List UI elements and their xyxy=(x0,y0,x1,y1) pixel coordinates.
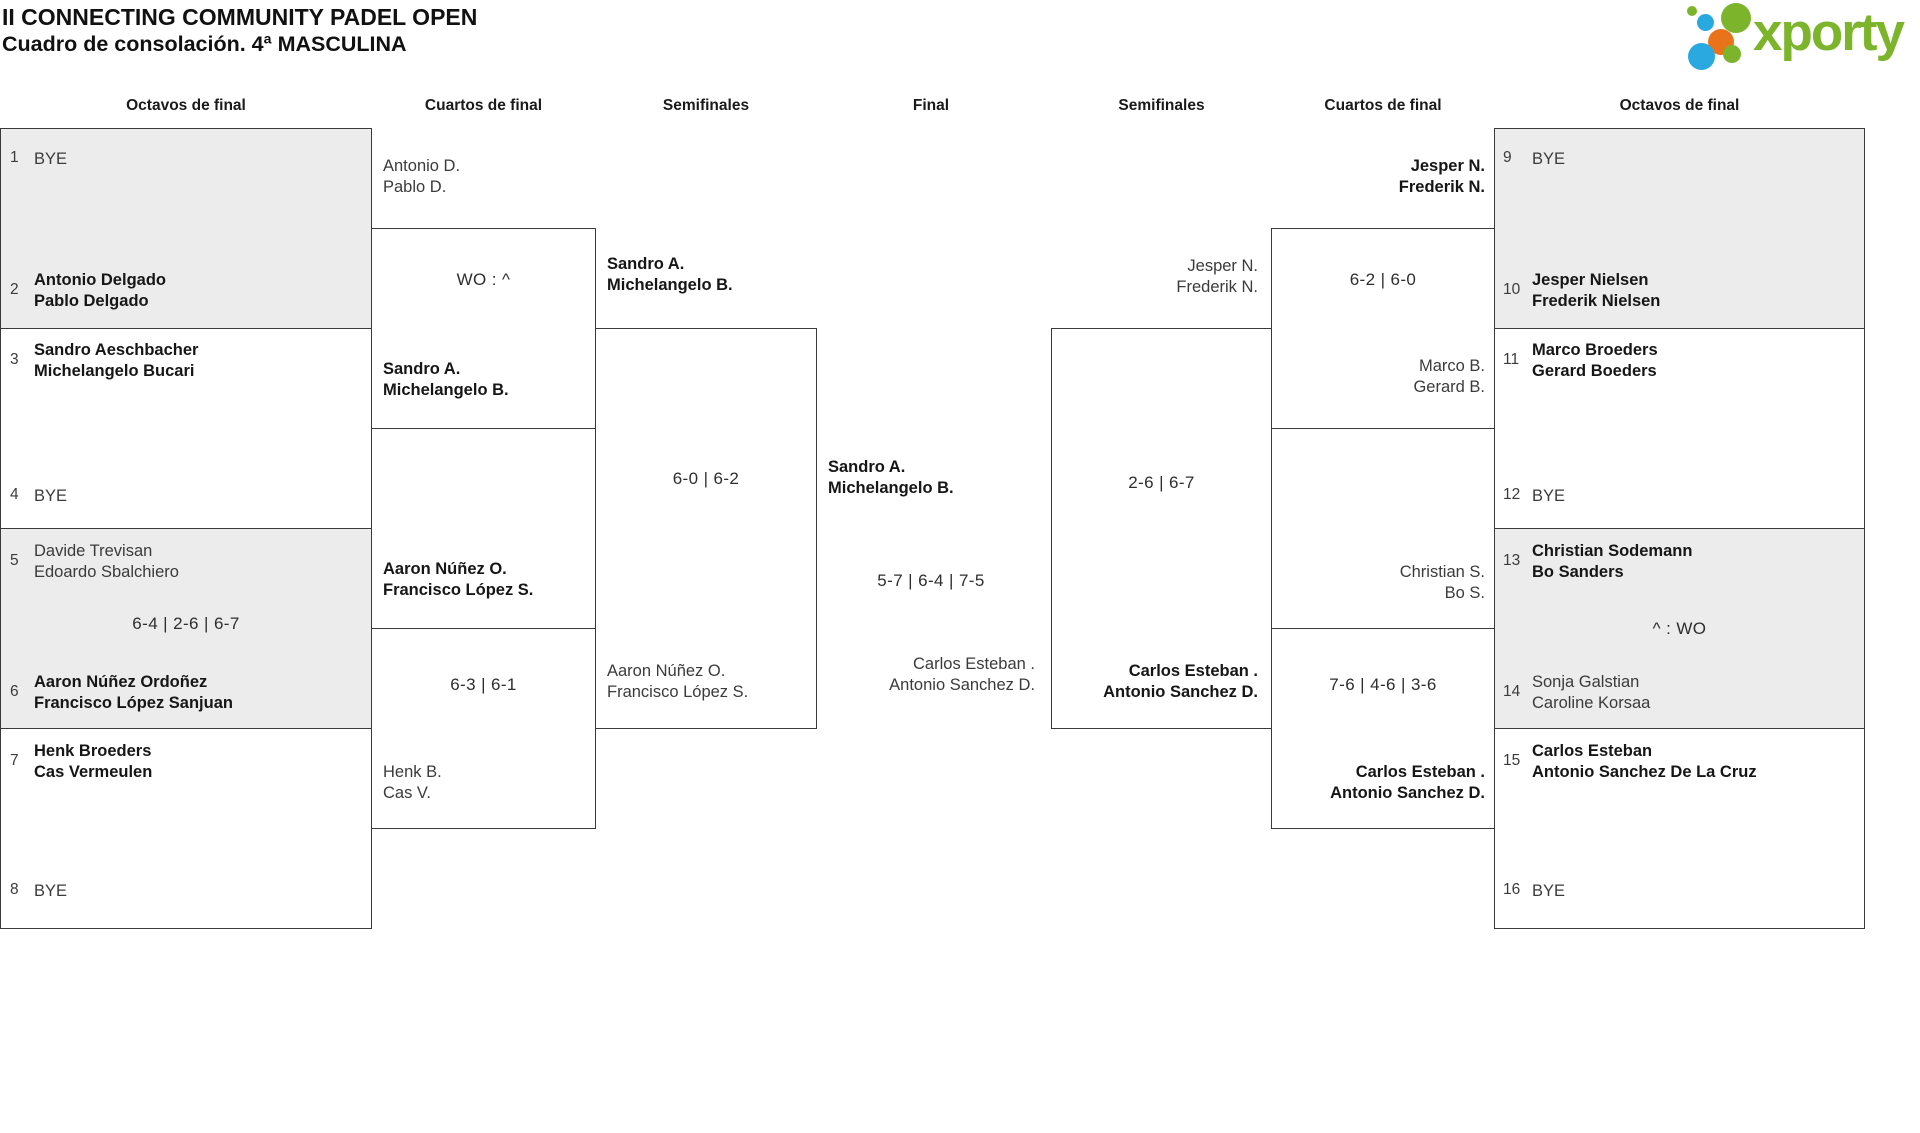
team-bye: BYE xyxy=(34,882,68,900)
qf-team-aaron-nunez-o: Aaron Núñez O. Francisco López S. xyxy=(383,560,534,599)
seed-6: 6 xyxy=(10,683,19,700)
match-cell xyxy=(1495,728,1864,928)
match-score: 2-6 | 6-7 xyxy=(1128,473,1195,492)
final-team-carlos-esteban: Carlos Esteban . Antonio Sanchez D. xyxy=(889,655,1035,694)
round-header-right-octavos: Octavos de final xyxy=(1619,97,1740,114)
team-carlos-esteban: Carlos Esteban Antonio Sanchez De La Cru… xyxy=(1532,742,1757,781)
round-header-left-cuartos: Cuartos de final xyxy=(424,97,543,114)
seed-7: 7 xyxy=(10,752,19,769)
qf-team-christian-s: Christian S. Bo S. xyxy=(1399,563,1485,602)
qf-team-antonio-d: Antonio D. Pablo D. xyxy=(383,157,461,196)
seed-9: 9 xyxy=(1503,149,1512,166)
team-sonja-galstian: Sonja Galstian Caroline Korsaa xyxy=(1532,673,1651,712)
team-bye: BYE xyxy=(34,150,68,168)
right-semis-box xyxy=(1051,328,1272,729)
seed-11: 11 xyxy=(1503,351,1520,368)
round-header-right-cuartos: Cuartos de final xyxy=(1324,97,1442,114)
match-cell xyxy=(1495,328,1864,528)
left-semis-box xyxy=(595,328,817,729)
left-octavos-box xyxy=(0,128,372,929)
match-cell xyxy=(1495,528,1864,728)
match-cell xyxy=(1,528,371,728)
team-bye: BYE xyxy=(1532,882,1566,900)
seed-4: 4 xyxy=(10,486,19,503)
match-score: 7-6 | 4-6 | 3-6 xyxy=(1329,675,1437,694)
sf-team-sandro-a: Sandro A. Michelangelo B. xyxy=(607,255,733,294)
team-bye: BYE xyxy=(34,487,68,505)
sf-team-jesper-n: Jesper N. Frederik N. xyxy=(1176,257,1258,296)
seed-5: 5 xyxy=(10,552,19,569)
seed-3: 3 xyxy=(10,351,19,368)
right-octavos-box xyxy=(1494,128,1865,929)
match-score: 6-0 | 6-2 xyxy=(672,469,740,488)
xporty-logo[interactable]: xporty xyxy=(1685,2,1920,70)
match-score: 6-2 | 6-0 xyxy=(1349,270,1417,289)
team-christian-sodemann: Christian Sodemann Bo Sanders xyxy=(1532,542,1693,581)
logo-dot-green-small xyxy=(1723,45,1741,63)
right-cuartos-box-1 xyxy=(1271,228,1495,429)
seed-10: 10 xyxy=(1503,281,1521,298)
logo-dot-blue-small xyxy=(1697,14,1714,31)
team-bye: BYE xyxy=(1532,150,1566,168)
final-score: 5-7 | 6-4 | 7-5 xyxy=(877,571,985,590)
round-header-final: Final xyxy=(912,97,950,114)
team-bye: BYE xyxy=(1532,487,1566,505)
seed-1: 1 xyxy=(10,149,19,166)
seed-15: 15 xyxy=(1503,752,1521,769)
team-davide-trevisan: Davide Trevisan Edoardo Sbalchiero xyxy=(34,542,179,581)
logo-dot-blue-big xyxy=(1688,43,1715,70)
qf-team-jesper-n: Jesper N. Frederik N. xyxy=(1398,157,1485,196)
logo-brand-text: xporty xyxy=(1753,3,1905,62)
qf-team-marco-b: Marco B. Gerard B. xyxy=(1413,357,1485,396)
match-score: 6-3 | 6-1 xyxy=(450,675,517,694)
match-cell xyxy=(1,328,371,528)
round-header-left-semis: Semifinales xyxy=(662,97,750,114)
match-cell xyxy=(1495,129,1864,328)
seed-2: 2 xyxy=(10,281,19,298)
team-henk-broeders: Henk Broeders Cas Vermeulen xyxy=(34,742,153,781)
seed-16: 16 xyxy=(1503,881,1521,898)
match-cell xyxy=(1,129,371,328)
bracket-subtitle: Cuadro de consolación. 4ª MASCULINA xyxy=(2,32,407,56)
round-header-left-octavos: Octavos de final xyxy=(126,97,246,114)
sf-team-aaron-nunez-o: Aaron Núñez O. Francisco López S. xyxy=(607,662,749,701)
match-score: WO : ^ xyxy=(456,270,511,289)
team-marco-broeders: Marco Broeders Gerard Boeders xyxy=(1532,341,1658,380)
qf-team-sandro-a: Sandro A. Michelangelo B. xyxy=(383,360,509,399)
team-aaron-nunez: Aaron Núñez Ordoñez Francisco López Sanj… xyxy=(34,673,233,712)
seed-14: 14 xyxy=(1503,683,1521,700)
logo-dot-green-tiny xyxy=(1687,6,1697,16)
match-cell xyxy=(1,728,371,928)
team-sandro-aeschbacher: Sandro Aeschbacher Michelangelo Bucari xyxy=(34,341,199,380)
team-antonio-delgado: Antonio Delgado Pablo Delgado xyxy=(34,271,166,310)
page-title: II CONNECTING COMMUNITY PADEL OPEN xyxy=(2,4,478,30)
qf-team-henk-b: Henk B. Cas V. xyxy=(383,763,442,802)
match-score: ^ : WO xyxy=(1652,619,1707,638)
seed-13: 13 xyxy=(1503,552,1521,569)
sf-team-carlos-esteban: Carlos Esteban . Antonio Sanchez D. xyxy=(1103,662,1258,701)
match-score: 6-4 | 2-6 | 6-7 xyxy=(132,614,240,633)
right-cuartos-box-2 xyxy=(1271,628,1495,829)
seed-8: 8 xyxy=(10,881,19,898)
logo-dot-green-big xyxy=(1721,3,1751,33)
seed-12: 12 xyxy=(1503,486,1521,503)
team-jesper-nielsen: Jesper Nielsen Frederik Nielsen xyxy=(1532,271,1661,310)
qf-team-carlos-esteban: Carlos Esteban . Antonio Sanchez D. xyxy=(1330,763,1485,802)
round-header-right-semis: Semifinales xyxy=(1118,97,1205,114)
final-team-sandro-a: Sandro A. Michelangelo B. xyxy=(828,458,954,497)
